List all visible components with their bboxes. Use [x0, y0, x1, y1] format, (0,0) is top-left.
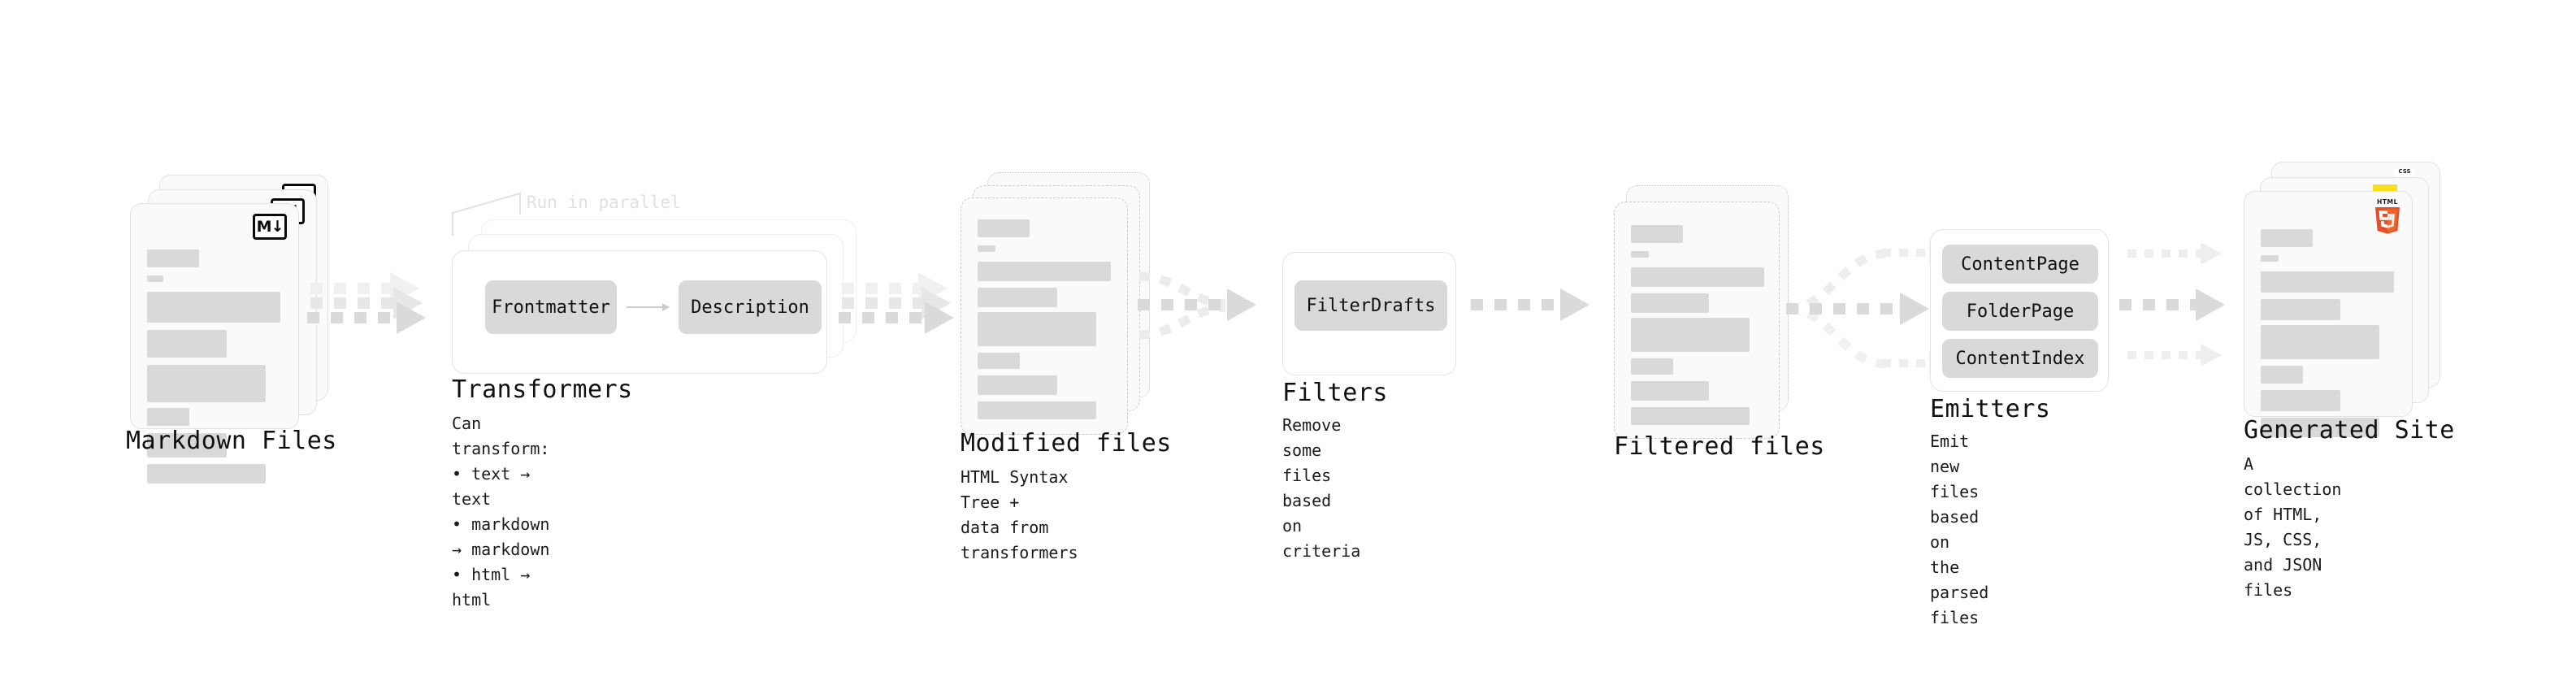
markdown-icon: M↓ [253, 214, 287, 240]
skeleton-line [147, 365, 266, 402]
html5-icon: HTML [2375, 198, 2400, 234]
flow-arrow-layer1 [1471, 288, 1589, 321]
stage-title-markdown-files: Markdown Files [126, 427, 337, 455]
flow-arrow-layer1 [839, 301, 954, 334]
skeleton-line [978, 353, 1020, 369]
stage-desc-emitters: Emit new files based on the parsed files [1930, 432, 1989, 627]
skeleton-line [1631, 251, 1649, 258]
skeleton-line [147, 464, 266, 484]
stage-title-filters: Filters [1282, 379, 1388, 407]
run-in-parallel-label: Run in parallel [527, 193, 681, 212]
skeleton-line [1631, 318, 1750, 352]
skeleton-line [978, 219, 1030, 237]
pill-label: FilterDrafts [1306, 295, 1436, 316]
run-in-parallel-bracket-icon [451, 192, 522, 236]
skeleton-line [147, 408, 189, 426]
pill-label: Frontmatter [492, 297, 610, 318]
filtered-card-front [1614, 202, 1780, 439]
pill-label: Description [691, 297, 809, 318]
skeleton-line [978, 288, 1057, 307]
skeleton-line [147, 249, 199, 267]
stage-title-generated-site: Generated Site [2244, 416, 2455, 445]
skeleton-line [2261, 229, 2313, 247]
flow-arrow-mid [2119, 288, 2225, 321]
skeleton-line [978, 245, 995, 252]
stage-desc-transformers: Can transform: • text → text • markdown … [452, 414, 550, 609]
site-card-front: HTML [2244, 191, 2413, 437]
pill-label: ContentIndex [1955, 348, 2085, 369]
skeleton-line [2261, 299, 2340, 320]
transformer-inner-arrow [627, 303, 670, 311]
pill-label: FolderPage [1966, 301, 2075, 322]
skeleton-line [2261, 366, 2303, 384]
stage-desc-modified-files: HTML Syntax Tree + data from transformer… [961, 467, 1078, 562]
stage-title-emitters: Emitters [1930, 395, 2051, 423]
skeleton-line [1631, 225, 1683, 243]
pill-filterdrafts[interactable]: FilterDrafts [1295, 280, 1447, 331]
modified-card-front [961, 197, 1128, 435]
skeleton-line [978, 312, 1096, 346]
stage-desc-generated-site: A collection of HTML, JS, CSS, and JSON … [2244, 454, 2342, 600]
transformers-box-front: Frontmatter Description [452, 250, 827, 374]
pill-contentindex[interactable]: ContentIndex [1942, 339, 2098, 378]
stage-desc-filters: Remove some files based on criteria [1282, 415, 1361, 561]
markdown-card-front: M↓ [130, 203, 299, 484]
skeleton-line [978, 401, 1096, 419]
skeleton-line [2261, 255, 2279, 262]
skeleton-line [1631, 293, 1709, 313]
filters-box: FilterDrafts [1282, 252, 1456, 375]
skeleton-line [2261, 271, 2394, 293]
skeleton-line [147, 330, 227, 358]
flow-arrow-layer1 [307, 301, 426, 334]
svg-text:HTML: HTML [2377, 198, 2398, 206]
pill-label: ContentPage [1961, 254, 2079, 275]
skeleton-line [2261, 418, 2379, 437]
pill-description[interactable]: Description [679, 280, 822, 334]
skeleton-line [2261, 390, 2340, 411]
skeleton-line [1631, 381, 1709, 401]
skeleton-line [978, 262, 1111, 281]
flow-arrow-branch-mid [1786, 293, 1929, 325]
skeleton-line [1631, 407, 1750, 425]
pill-contentpage[interactable]: ContentPage [1942, 245, 2098, 284]
skeleton-line [147, 433, 227, 458]
flow-arrow-top [2127, 242, 2222, 265]
pill-folderpage[interactable]: FolderPage [1942, 292, 2098, 331]
flow-arrow-bottom [2127, 344, 2222, 367]
flow-curve-merge [1138, 271, 1226, 340]
stage-title-filtered-files: Filtered files [1614, 432, 1825, 461]
skeleton-line [1631, 358, 1673, 375]
skeleton-line [147, 275, 163, 282]
skeleton-line [978, 375, 1057, 395]
pill-frontmatter[interactable]: Frontmatter [485, 280, 617, 334]
flow-arrow-layer1 [1138, 288, 1256, 321]
skeleton-line [147, 292, 280, 323]
stage-title-transformers: Transformers [452, 375, 633, 404]
stage-title-modified-files: Modified files [961, 429, 1172, 458]
emitters-box: ContentPage FolderPage ContentIndex [1930, 229, 2109, 392]
skeleton-line [1631, 267, 1764, 287]
skeleton-line [2261, 325, 2379, 359]
